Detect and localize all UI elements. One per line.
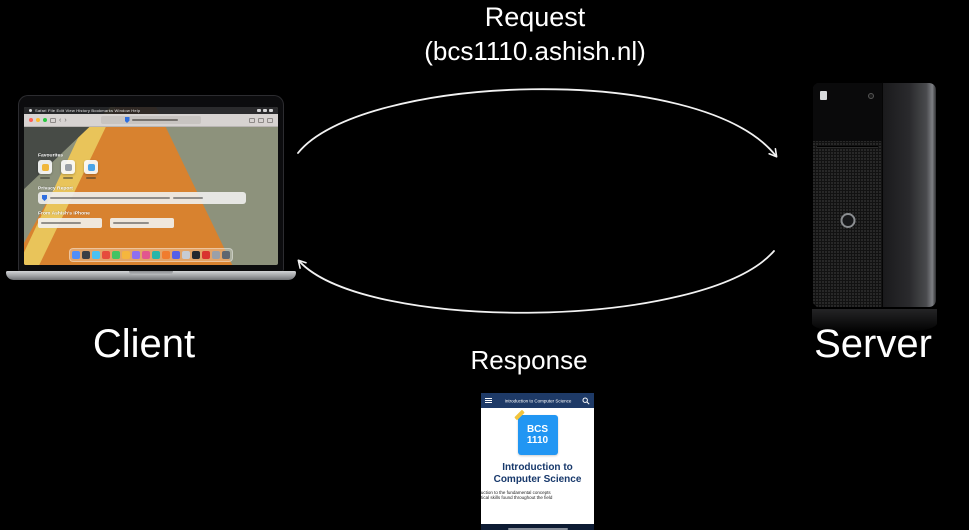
laptop-screen-content: Safari File Edit View History Bookmarks … xyxy=(24,107,278,265)
safari-toolbar: ‹ › xyxy=(24,114,278,127)
dell-logo xyxy=(840,212,855,228)
server-label: Server xyxy=(814,322,932,366)
dock-app-icon[interactable] xyxy=(142,251,150,259)
preview-heading: Introduction to Computer Science xyxy=(494,462,582,486)
text-placeholder-bar xyxy=(50,197,170,199)
dock-app-icon[interactable] xyxy=(202,251,210,259)
laptop-notch xyxy=(129,271,173,275)
preview-heading-line1: Introduction to xyxy=(502,462,573,473)
bcs-logo-line2: 1110 xyxy=(526,435,549,446)
apple-icon[interactable] xyxy=(29,109,32,112)
dock-app-icon[interactable] xyxy=(212,251,220,259)
preview-footer xyxy=(481,524,594,530)
dock-app-icon[interactable] xyxy=(72,251,80,259)
response-label: Response xyxy=(470,345,588,375)
text-placeholder-bar xyxy=(113,222,149,224)
server-front-panel xyxy=(812,82,882,308)
hamburger-menu-icon[interactable] xyxy=(485,398,492,403)
client-label: Client xyxy=(92,322,196,366)
pencil-icon xyxy=(513,409,525,421)
minimize-window-button[interactable] xyxy=(36,118,40,122)
dock-app-icon[interactable] xyxy=(182,251,190,259)
dock[interactable] xyxy=(69,248,233,262)
text-placeholder-bar xyxy=(173,197,203,199)
server-reflection xyxy=(812,309,937,333)
shield-icon xyxy=(42,195,47,201)
dock-app-icon[interactable] xyxy=(192,251,200,259)
url-text-placeholder xyxy=(131,119,178,121)
text-placeholder-bar xyxy=(41,222,81,224)
mac-menu-bar: Safari File Edit View History Bookmarks … xyxy=(24,107,278,114)
preview-description-line2: and critical skills found throughout the… xyxy=(481,495,552,500)
laptop-screen: Safari File Edit View History Bookmarks … xyxy=(18,95,284,271)
dock-app-icon[interactable] xyxy=(122,251,130,259)
power-button-icon[interactable] xyxy=(868,93,874,99)
dock-app-icon[interactable] xyxy=(222,251,230,259)
favourite-site-icon[interactable] xyxy=(84,160,98,179)
preview-header-title: Introduction to Computer Science xyxy=(504,398,571,403)
server-tower xyxy=(812,82,937,308)
preview-description: Introduction to the fundamental concepts… xyxy=(481,490,566,500)
bcs-logo: BCS 1110 xyxy=(513,409,558,455)
request-arrow xyxy=(297,88,778,158)
response-preview-card: Introduction to Computer Science BCS 111… xyxy=(481,393,594,530)
dock-app-icon[interactable] xyxy=(172,251,180,259)
privacy-shield-icon xyxy=(124,117,130,123)
preview-heading-line2: Computer Science xyxy=(493,474,582,485)
privacy-report-card[interactable] xyxy=(38,192,246,204)
sidebar-icon[interactable] xyxy=(50,117,56,123)
forward-icon[interactable]: › xyxy=(64,116,67,124)
dock-app-icon[interactable] xyxy=(102,251,110,259)
menu-status-icons xyxy=(257,109,273,112)
server-side-panel xyxy=(882,82,937,308)
tabs-overview-icon[interactable] xyxy=(267,117,273,123)
dock-app-icon[interactable] xyxy=(92,251,100,259)
preview-header: Introduction to Computer Science xyxy=(481,393,594,408)
favourites-heading: Favourites xyxy=(38,152,64,158)
dock-app-icon[interactable] xyxy=(132,251,140,259)
share-icon[interactable] xyxy=(249,117,255,123)
iphone-tab-pill[interactable] xyxy=(38,218,102,228)
laptop-base xyxy=(6,271,296,280)
request-domain-label: (bcs1110.ashish.nl) xyxy=(424,36,646,66)
search-icon[interactable] xyxy=(582,397,590,405)
back-icon[interactable]: ‹ xyxy=(59,116,62,124)
dock-app-icon[interactable] xyxy=(112,251,120,259)
favourites-row xyxy=(38,160,98,179)
privacy-report-heading: Privacy Report xyxy=(38,185,73,191)
request-label-group: Request (bcs1110.ashish.nl) xyxy=(424,2,646,67)
dock-app-icon[interactable] xyxy=(162,251,170,259)
url-bar[interactable] xyxy=(101,116,201,124)
preview-description-line1: Introduction to the fundamental concepts xyxy=(481,490,551,495)
menu-bar-items[interactable]: Safari File Edit View History Bookmarks … xyxy=(35,108,141,113)
request-label: Request xyxy=(484,2,586,32)
dock-app-icon[interactable] xyxy=(152,251,160,259)
new-tab-icon[interactable] xyxy=(258,117,264,123)
favourite-site-icon[interactable] xyxy=(61,160,75,179)
zoom-window-button[interactable] xyxy=(43,118,47,122)
iphone-tabs-row xyxy=(38,218,174,228)
client-laptop: Safari File Edit View History Bookmarks … xyxy=(6,95,296,280)
dock-app-icon[interactable] xyxy=(82,251,90,259)
server-badge xyxy=(820,91,827,100)
iphone-tab-pill[interactable] xyxy=(110,218,174,228)
close-window-button[interactable] xyxy=(29,118,33,122)
preview-body: BCS 1110 Introduction to Computer Scienc… xyxy=(481,408,594,530)
iphone-tabs-heading: From Ashish's iPhone xyxy=(38,210,90,216)
favourite-site-icon[interactable] xyxy=(38,160,52,179)
bcs-logo-line1: BCS xyxy=(526,424,549,435)
optical-drive-slot xyxy=(817,145,878,148)
response-arrow xyxy=(297,250,775,314)
toolbar-right-icons xyxy=(249,117,273,123)
